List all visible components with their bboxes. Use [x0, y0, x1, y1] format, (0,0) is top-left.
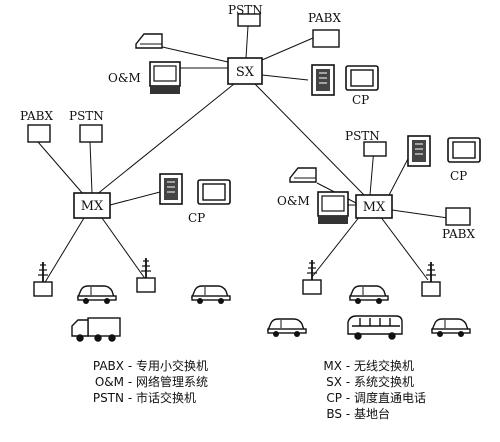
legend-key: PABX: [92, 359, 124, 373]
legend-desc: 基地台: [353, 407, 390, 421]
legend-row: PABX - 专用小交换机: [72, 358, 208, 374]
legend-row: O&M - 网络管理系统: [72, 374, 208, 390]
pabx-label-left: PABX: [20, 109, 53, 123]
legend-sep: -: [342, 391, 354, 405]
pabx-box-left: [27, 124, 51, 143]
cp-label-left: CP: [188, 211, 205, 225]
legend-sep: -: [124, 391, 136, 405]
phone-icon-top: [311, 64, 335, 96]
connection-lines: [37, 25, 449, 285]
antenna-tower-icon: [421, 261, 441, 297]
pstn-label-left: PSTN: [69, 109, 104, 123]
pstn-box-left: [79, 124, 103, 143]
legend-desc: 无线交换机: [353, 359, 414, 373]
legend-desc: 调度直通电话: [353, 391, 426, 405]
sx-node: [227, 57, 263, 85]
legend-sep: -: [342, 407, 354, 421]
legend-key: PSTN: [92, 391, 124, 405]
pabx-label-top: PABX: [308, 11, 341, 25]
printer-icon-top: [135, 33, 163, 49]
antenna-tower-icon: [33, 261, 53, 297]
computer-icon-right: [317, 191, 349, 225]
phone-icon-right: [407, 135, 431, 167]
bus-icon: [347, 315, 403, 340]
car-icon: [267, 318, 307, 338]
phone-icon-left: [159, 173, 183, 205]
legend-desc: 系统交换机: [353, 375, 414, 389]
legend-desc: 专用小交换机: [135, 359, 208, 373]
legend-key: BS: [326, 407, 342, 421]
legend-key: SX: [326, 375, 342, 389]
mx-node-right: [355, 194, 393, 219]
cp-label-top: CP: [352, 93, 369, 107]
legend-row: CP - 调度直通电话: [300, 390, 426, 406]
pabx-box-right: [445, 207, 471, 226]
pstn-box-right: [363, 141, 387, 157]
cp-label-right: CP: [450, 169, 467, 183]
legend-sep: -: [124, 375, 136, 389]
antenna-tower-icon: [136, 257, 156, 293]
legend-sep: -: [342, 375, 354, 389]
computer-icon-top: [149, 61, 181, 95]
legend-key: O&M: [94, 375, 124, 389]
monitor-icon-right: [447, 137, 481, 163]
monitor-icon-left: [197, 179, 231, 205]
om-label-right: O&M: [277, 194, 310, 208]
mx-node-right-label: MX: [363, 200, 386, 215]
legend-row: BS - 基地台: [300, 406, 426, 422]
legend-left: PABX - 专用小交换机 O&M - 网络管理系统 PSTN - 市话交换机: [72, 358, 208, 406]
car-icon: [349, 285, 389, 305]
sx-node-label: SX: [236, 65, 255, 80]
legend-key: CP: [326, 391, 342, 405]
pabx-box-top: [312, 29, 340, 48]
legend-row: PSTN - 市话交换机: [72, 390, 208, 406]
mx-node-left-label: MX: [81, 199, 104, 214]
pabx-label-right: PABX: [442, 227, 475, 241]
pstn-label-right: PSTN: [345, 129, 380, 143]
legend-sep: -: [124, 359, 136, 373]
truck-icon: [71, 317, 121, 342]
om-label-top: O&M: [108, 71, 141, 85]
legend-desc: 网络管理系统: [135, 375, 208, 389]
mx-node-left: [73, 192, 111, 219]
legend-desc: 市话交换机: [135, 391, 196, 405]
monitor-icon-top: [345, 65, 379, 91]
antenna-tower-icon: [302, 259, 322, 295]
legend-sep: -: [342, 359, 354, 373]
pstn-box-top: [237, 13, 261, 27]
legend-row: SX - 系统交换机: [300, 374, 426, 390]
legend-key: MX: [323, 359, 342, 373]
legend-right: MX - 无线交换机 SX - 系统交换机 CP - 调度直通电话 BS - 基…: [300, 358, 426, 422]
car-icon: [431, 318, 471, 338]
legend-row: MX - 无线交换机: [300, 358, 426, 374]
printer-icon-right: [289, 167, 317, 183]
car-icon: [191, 285, 231, 305]
car-icon: [77, 285, 117, 305]
